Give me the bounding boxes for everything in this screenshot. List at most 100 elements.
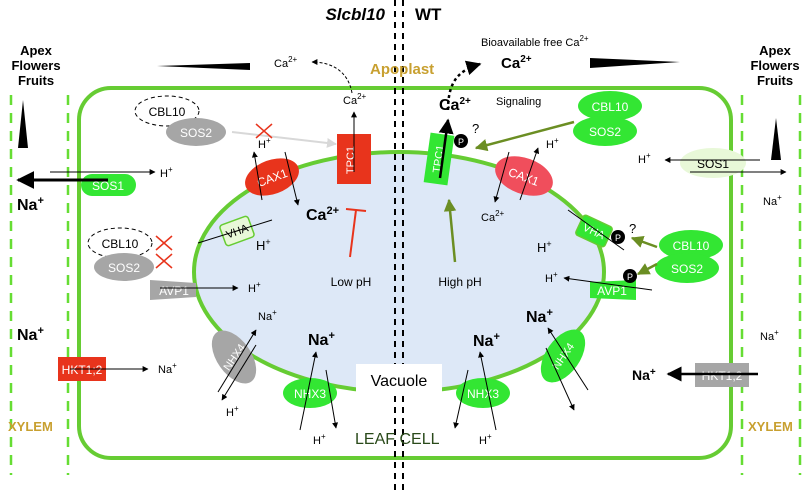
nhx4-left-arrow-in bbox=[217, 329, 257, 393]
h-sos1-right: H+ bbox=[638, 151, 651, 166]
ca-vacuole-left: Ca2+ bbox=[306, 205, 339, 224]
fruits-right: Fruits bbox=[757, 73, 793, 88]
sos1-left-label: SOS1 bbox=[92, 179, 124, 193]
cell-membrane bbox=[77, 86, 733, 460]
apex-wedge-left bbox=[18, 100, 28, 148]
apoplast-label: Apoplast bbox=[370, 61, 434, 78]
na-vacuole-right: Na+ bbox=[473, 331, 500, 350]
hkt-right-label: HKT1;2 bbox=[702, 369, 743, 383]
h-sos1-left: H+ bbox=[160, 165, 173, 180]
nhx3-right bbox=[456, 378, 510, 408]
avp1-right-arrow bbox=[563, 275, 653, 291]
signaling-label: Signaling bbox=[496, 96, 541, 108]
avp1-left-label: AVP1 bbox=[159, 284, 189, 298]
sos2-left-mid bbox=[94, 253, 154, 281]
cax1-left-arrow1 bbox=[251, 151, 263, 201]
h-avp1-left: H+ bbox=[248, 280, 261, 295]
cbl10-right-top bbox=[578, 91, 642, 121]
sos1-right bbox=[680, 148, 746, 178]
low-ph-label: Low pH bbox=[331, 275, 372, 289]
vha-right bbox=[575, 214, 613, 248]
sos1-right-label: SOS1 bbox=[697, 157, 729, 171]
apex-right: Apex bbox=[759, 43, 792, 58]
ph-block-line bbox=[349, 209, 357, 258]
apex-left: Apex bbox=[20, 43, 53, 58]
high-ph-label: High pH bbox=[438, 275, 481, 289]
sos2-right-mid bbox=[655, 253, 719, 283]
vha-left-line bbox=[197, 219, 273, 244]
nhx3-left bbox=[283, 378, 337, 408]
flow-wedge-top-left bbox=[157, 63, 250, 70]
nhx3-right-arrow-in bbox=[478, 351, 497, 431]
flowers-left: Flowers bbox=[11, 58, 60, 73]
ca-apoplast-left-curve bbox=[311, 59, 353, 94]
cbl10-right-mid bbox=[659, 230, 723, 260]
sos2-right-mid-label: SOS2 bbox=[671, 262, 703, 276]
sos2-right-top bbox=[573, 116, 637, 146]
cbl10-left-top bbox=[134, 95, 200, 127]
na-vacuole-left: Na+ bbox=[308, 330, 335, 349]
na-vacuole-right-top: Na+ bbox=[526, 307, 553, 326]
na-left-mid: Na+ bbox=[17, 325, 44, 344]
q-tpc1: ? bbox=[472, 121, 479, 136]
h-nhx4-left: H+ bbox=[226, 404, 239, 419]
nhx3-left-arrow-in bbox=[299, 351, 318, 431]
na-hkt-left: Na+ bbox=[158, 361, 177, 376]
cax1-left bbox=[245, 158, 299, 196]
nhx4-right-arrow-in bbox=[547, 327, 589, 391]
sos2-left-top bbox=[166, 118, 226, 146]
vacuole-label-box bbox=[356, 364, 442, 394]
ca-bioavailable: Ca2+ bbox=[501, 54, 532, 72]
vha-right-line bbox=[567, 209, 625, 251]
block-x-mid1-b bbox=[155, 235, 173, 251]
cax1-left-arrow2 bbox=[284, 151, 300, 206]
na-right-mid: Na+ bbox=[760, 328, 779, 343]
h-nhx3-left: H+ bbox=[313, 432, 326, 447]
xylem-left: XYLEM bbox=[8, 419, 53, 434]
p-badge-tpc1 bbox=[454, 134, 468, 148]
sos2-to-tpc1-blocked bbox=[231, 131, 337, 148]
h-vha-right: H+ bbox=[537, 239, 552, 255]
cbl10-left-mid-label: CBL10 bbox=[102, 237, 139, 251]
ca-tpc1-left: Ca2+ bbox=[343, 92, 367, 107]
nhx4-left-arrow-out bbox=[221, 344, 257, 401]
leaf-cell-label: LEAF CELL bbox=[355, 431, 440, 448]
vacuole-label: Vacuole bbox=[371, 373, 428, 390]
hkt-left-label: HKT1;2 bbox=[62, 363, 103, 377]
nhx4-right-arrow-out bbox=[545, 347, 575, 411]
h-avp1-right: H+ bbox=[545, 270, 558, 285]
sos2-right-top-label: SOS2 bbox=[589, 125, 621, 139]
h-nhx3-right: H+ bbox=[479, 432, 492, 447]
sos2-to-avp1-right bbox=[636, 262, 658, 276]
h-cax1-left: H+ bbox=[258, 136, 271, 151]
cax1-right bbox=[495, 156, 553, 196]
block-x-top-b bbox=[255, 123, 273, 139]
h-cax1-right: H+ bbox=[546, 136, 559, 151]
xylem-right: XYLEM bbox=[748, 419, 793, 434]
na-sos1-right: Na+ bbox=[763, 193, 782, 208]
cbl10-right-mid-label: CBL10 bbox=[673, 239, 710, 253]
apex-wedge-right bbox=[771, 118, 781, 160]
wildtype-label: WT bbox=[415, 5, 442, 24]
p-badge-vha-label: P bbox=[615, 233, 621, 243]
na-hkt-right: Na+ bbox=[632, 367, 656, 383]
h-vha-left: H+ bbox=[256, 237, 271, 253]
tpc1-right-arrow bbox=[438, 118, 454, 179]
tpc1-right bbox=[423, 132, 455, 186]
p-badge-avp1-label: P bbox=[627, 272, 633, 282]
flowers-right: Flowers bbox=[750, 58, 799, 73]
fruits-left: Fruits bbox=[18, 73, 54, 88]
sos2-left-mid-label: SOS2 bbox=[108, 261, 140, 275]
nhx3-left-arrow-out bbox=[325, 369, 339, 429]
ca-signaling: Ca2+ bbox=[439, 96, 471, 114]
na-nhx4-left: Na+ bbox=[258, 308, 277, 323]
nhx3-right-label: NHX3 bbox=[467, 387, 499, 401]
bioavailable-label: Bioavailable free Ca2+ bbox=[481, 34, 589, 49]
mutant-label: Slcbl10 bbox=[325, 5, 385, 24]
p-badge-vha bbox=[611, 230, 625, 244]
ph-block-bar bbox=[345, 208, 367, 212]
avp1-left bbox=[150, 280, 196, 300]
tpc1-left-label: TPC1 bbox=[345, 146, 357, 174]
nhx4-left bbox=[211, 330, 257, 384]
avp1-right bbox=[590, 280, 636, 300]
